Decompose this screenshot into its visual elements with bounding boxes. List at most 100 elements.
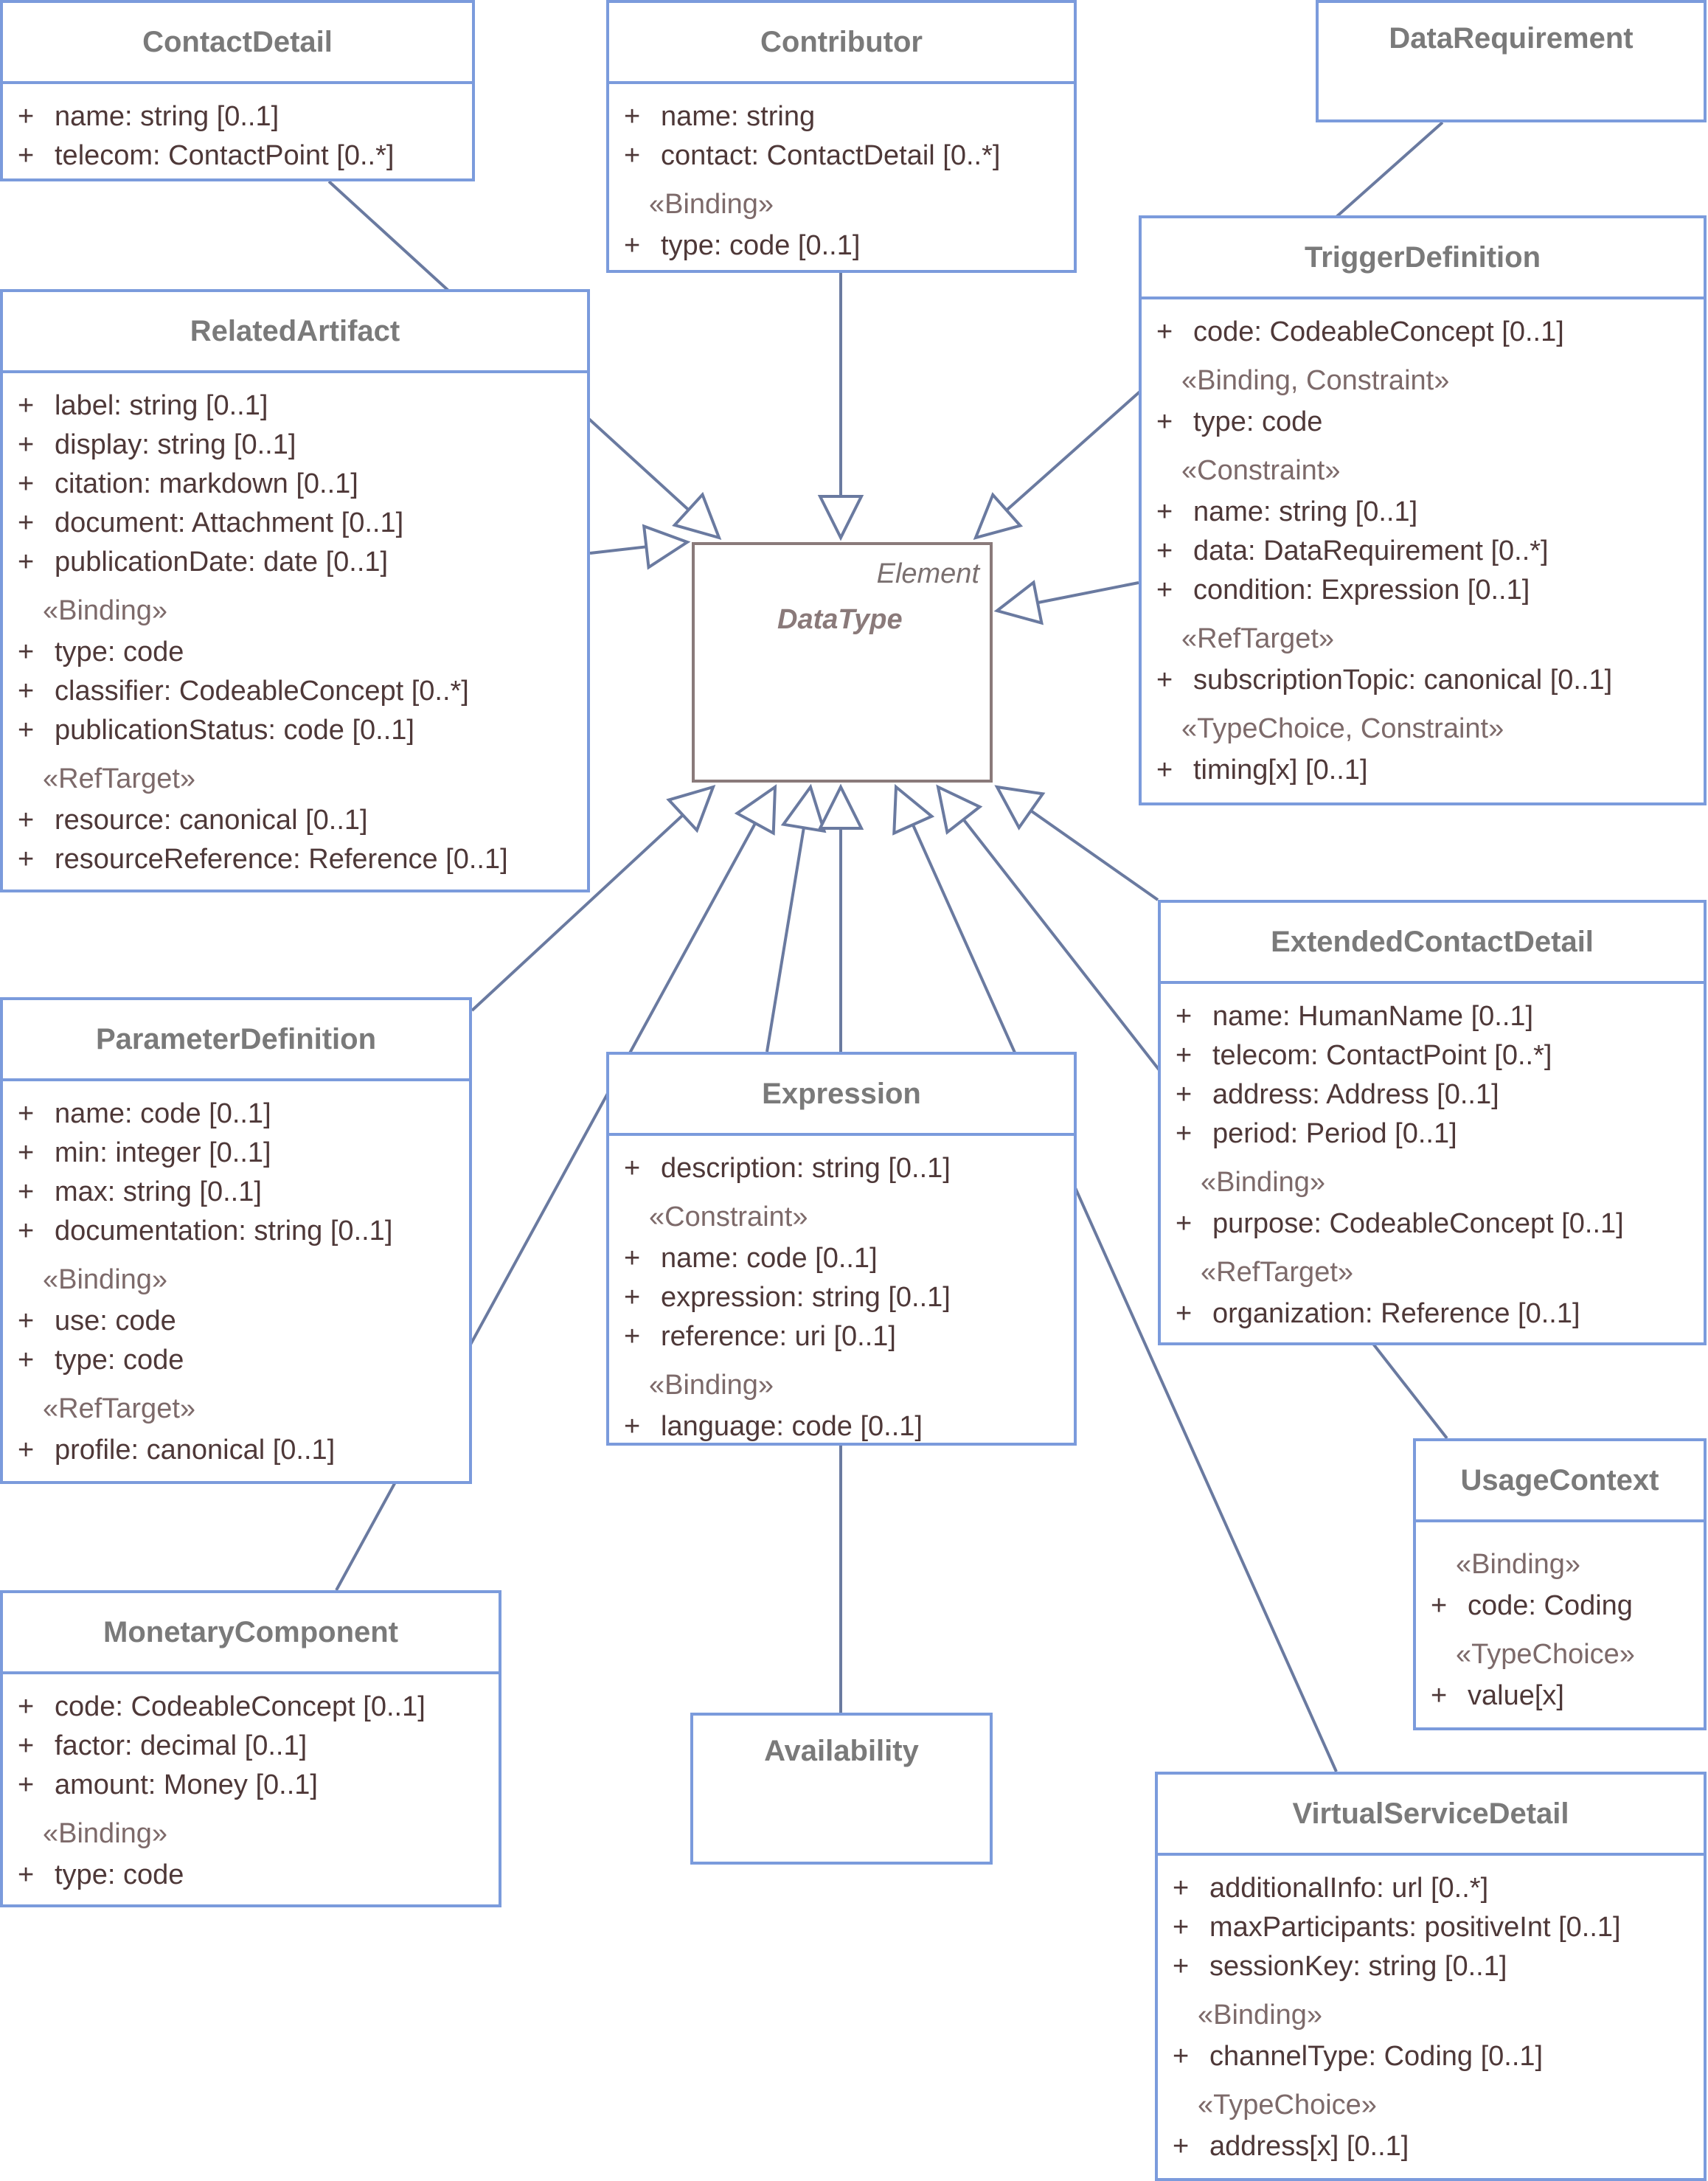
class-contact-detail[interactable]: ContactDetail+name: string [0..1]+teleco… (0, 0, 475, 181)
stereotype-label: «Binding» (1198, 2000, 1323, 2031)
attribute-row: +code: Coding (1416, 1587, 1704, 1626)
attribute-text: type: code (1193, 406, 1323, 437)
public-visibility-marker: + (18, 1730, 35, 1761)
public-visibility-marker: + (18, 1306, 35, 1336)
class-data-requirement[interactable]: DataRequirement (1316, 0, 1707, 122)
attribute-text: name: code [0..1] (661, 1243, 878, 1274)
attribute-text: publicationDate: date [0..1] (55, 547, 389, 578)
public-visibility-marker: + (1156, 316, 1173, 347)
attribute-row: +subscriptionTopic: canonical [0..1] (1142, 661, 1704, 700)
class-name: TriggerDefinition (1142, 218, 1704, 299)
attribute-row: +name: code [0..1] (3, 1095, 469, 1134)
attribute-row: +additionalInfo: url [0..*] (1158, 1869, 1704, 1908)
public-visibility-marker: + (18, 637, 35, 668)
attribute-text: sessionKey: string [0..1] (1209, 1951, 1507, 1982)
attribute-row: +data: DataRequirement [0..*] (1142, 532, 1704, 571)
attribute-row: +classifier: CodeableConcept [0..*] (3, 672, 587, 711)
generalization-arrowhead-trigger-definition (993, 580, 1044, 625)
stereotype-label: «RefTarget» (1201, 1257, 1354, 1288)
class-members: +code: CodeableConcept [0..1]«Binding, C… (1142, 299, 1704, 790)
attribute-row: +amount: Money [0..1] (3, 1766, 499, 1805)
attribute-row: +language: code [0..1] (609, 1407, 1074, 1446)
generalization-arrowhead-virtual-service-detail (892, 783, 935, 836)
attribute-row: +code: CodeableConcept [0..1] (1142, 313, 1704, 352)
stereotype-label: «Binding» (649, 189, 774, 220)
class-availability[interactable]: Availability (690, 1713, 993, 1865)
class-virtual-service-detail[interactable]: VirtualServiceDetail+additionalInfo: url… (1155, 1772, 1707, 2181)
connector-line-parameter-definition (471, 814, 684, 1012)
attribute-text: resourceReference: Reference [0..1] (55, 844, 508, 875)
class-expression[interactable]: Expression+description: string [0..1]«Co… (606, 1052, 1077, 1446)
public-visibility-marker: + (624, 1153, 641, 1184)
attribute-row: +name: HumanName [0..1] (1161, 997, 1704, 1036)
class-contributor[interactable]: Contributor+name: string+contact: Contac… (606, 0, 1077, 273)
stereotype-label: «RefTarget» (1181, 623, 1335, 654)
attribute-row: +factor: decimal [0..1] (3, 1727, 499, 1766)
stereotype-label: «Binding» (43, 1818, 168, 1849)
public-visibility-marker: + (1173, 1951, 1190, 1982)
class-parameter-definition[interactable]: ParameterDefinition +name: code [0..1]+mi… (0, 997, 472, 1484)
class-name: RelatedArtifact (3, 292, 587, 373)
connector-line-extended-contact-detail (1030, 809, 1159, 901)
datatype-stereotype: Element (876, 558, 979, 589)
class-trigger-definition[interactable]: TriggerDefinition+code: CodeableConcept … (1139, 215, 1707, 805)
class-name: ParameterDefinition (3, 1000, 469, 1081)
class-extended-contact-detail[interactable]: ExtendedContactDetail+name: HumanName [0… (1158, 900, 1707, 1345)
attribute-row: +code: CodeableConcept [0..1] (3, 1688, 499, 1727)
class-members: +name: string+contact: ContactDetail [0.… (609, 84, 1074, 266)
class-members: +name: code [0..1]+min: integer [0..1]+m… (3, 1081, 469, 1470)
class-members: +code: CodeableConcept [0..1]+factor: de… (3, 1674, 499, 1895)
attribute-text: profile: canonical [0..1] (55, 1435, 336, 1466)
attribute-text: address: Address [0..1] (1212, 1079, 1499, 1110)
class-name: UsageContext (1416, 1441, 1704, 1522)
public-visibility-marker: + (1156, 575, 1173, 606)
public-visibility-marker: + (18, 1859, 35, 1890)
attribute-text: additionalInfo: url [0..*] (1209, 1873, 1489, 1904)
public-visibility-marker: + (18, 676, 35, 707)
public-visibility-marker: + (1176, 1040, 1193, 1071)
class-name: ContactDetail (3, 3, 472, 84)
public-visibility-marker: + (18, 1216, 35, 1246)
attribute-row: +citation: markdown [0..1] (3, 465, 587, 504)
class-monetary-component[interactable]: MonetaryComponent+code: CodeableConcept … (0, 1590, 501, 1907)
attribute-text: purpose: CodeableConcept [0..1] (1212, 1208, 1624, 1239)
public-visibility-marker: + (624, 1243, 641, 1274)
public-visibility-marker: + (18, 844, 35, 875)
class-name: VirtualServiceDetail (1158, 1775, 1704, 1856)
datatype-class[interactable]: Element DataType (692, 542, 993, 783)
attribute-text: address[x] [0..1] (1209, 2131, 1409, 2162)
attribute-text: reference: uri [0..1] (661, 1321, 896, 1352)
public-visibility-marker: + (18, 715, 35, 746)
attribute-row: + publicationStatus: code [0..1] (3, 711, 587, 750)
public-visibility-marker: + (18, 1435, 35, 1466)
public-visibility-marker: + (624, 140, 641, 171)
attribute-row: +label: string [0..1] (3, 386, 587, 426)
class-usage-context[interactable]: UsageContext«Binding»+code: Coding«TypeC… (1413, 1438, 1707, 1730)
public-visibility-marker: + (18, 547, 35, 578)
attribute-row: +value[x] (1416, 1677, 1704, 1716)
stereotype-label: «Binding» (1201, 1167, 1326, 1198)
stereotype-label: «TypeChoice» (1198, 2090, 1377, 2121)
attribute-row: +telecom: ContactPoint [0..*] (1161, 1036, 1704, 1075)
attribute-row: +name: string [0..1] (1142, 493, 1704, 532)
generalization-arrowhead-contact-detail (672, 491, 722, 541)
attribute-text: publicationStatus: code [0..1] (55, 715, 414, 746)
attribute-text: citation: markdown [0..1] (55, 468, 358, 499)
attribute-row: +maxParticipants: positiveInt [0..1] (1158, 1908, 1704, 1947)
connector-line-related-artifact (589, 545, 647, 555)
attribute-row: + resourceReference: Reference [0..1] (3, 840, 587, 879)
attribute-row: +type: code (1142, 403, 1704, 442)
attribute-text: display: string [0..1] (55, 429, 296, 460)
class-name: Expression (609, 1055, 1074, 1136)
public-visibility-marker: + (1156, 755, 1173, 786)
attribute-row: +display: string [0..1] (3, 426, 587, 465)
attribute-row: +min: integer [0..1] (3, 1134, 469, 1173)
public-visibility-marker: + (18, 140, 35, 171)
class-related-artifact[interactable]: RelatedArtifact+label: string [0..1]+dis… (0, 289, 590, 892)
public-visibility-marker: + (18, 1098, 35, 1129)
attribute-row: +name: string (609, 97, 1074, 136)
public-visibility-marker: + (1156, 496, 1173, 527)
attribute-row: +document: Attachment [0..1] (3, 504, 587, 543)
attribute-text: name: HumanName [0..1] (1212, 1001, 1534, 1032)
attribute-row: + publicationDate: date [0..1] (3, 543, 587, 582)
